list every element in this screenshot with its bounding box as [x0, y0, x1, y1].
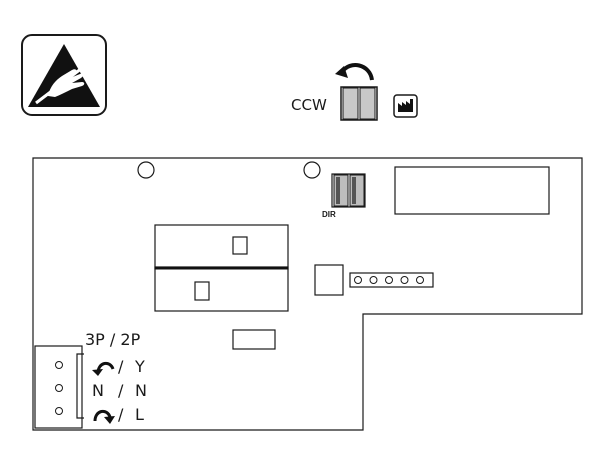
fuse [232, 329, 276, 350]
relay-block [154, 224, 289, 312]
mounting-hole [137, 161, 155, 179]
display-module [394, 166, 550, 215]
ccw-arrow-icon [92, 361, 115, 376]
esd-warning-icon [21, 34, 107, 116]
terminal-sep: / [118, 357, 124, 376]
factory-icon [393, 94, 418, 118]
cw-arrow-icon [93, 409, 115, 424]
terminal-sep: / [118, 405, 124, 424]
header-pin [369, 276, 378, 284]
header-pin [400, 276, 409, 284]
header-pin [416, 276, 424, 284]
mounting-hole [303, 161, 321, 179]
dir-label: DIR [322, 210, 336, 219]
header-pin [385, 276, 393, 284]
terminal-y-label: Y [134, 357, 145, 376]
rotation-dip-switch [340, 86, 378, 121]
dir-dip-switch [331, 173, 366, 208]
header-pin [354, 276, 362, 284]
terminal-sep: / [118, 381, 124, 400]
terminal-block [34, 345, 84, 429]
pole-title: 3P / 2P [85, 330, 141, 349]
ic-chip [314, 264, 344, 296]
terminal-n-label: N [135, 381, 147, 400]
ccw-label: CCW [291, 96, 327, 114]
ccw-arrow-icon [335, 63, 374, 81]
terminal-n-left: N [92, 381, 104, 400]
terminal-l-label: L [135, 405, 144, 424]
pin-header [349, 272, 434, 288]
